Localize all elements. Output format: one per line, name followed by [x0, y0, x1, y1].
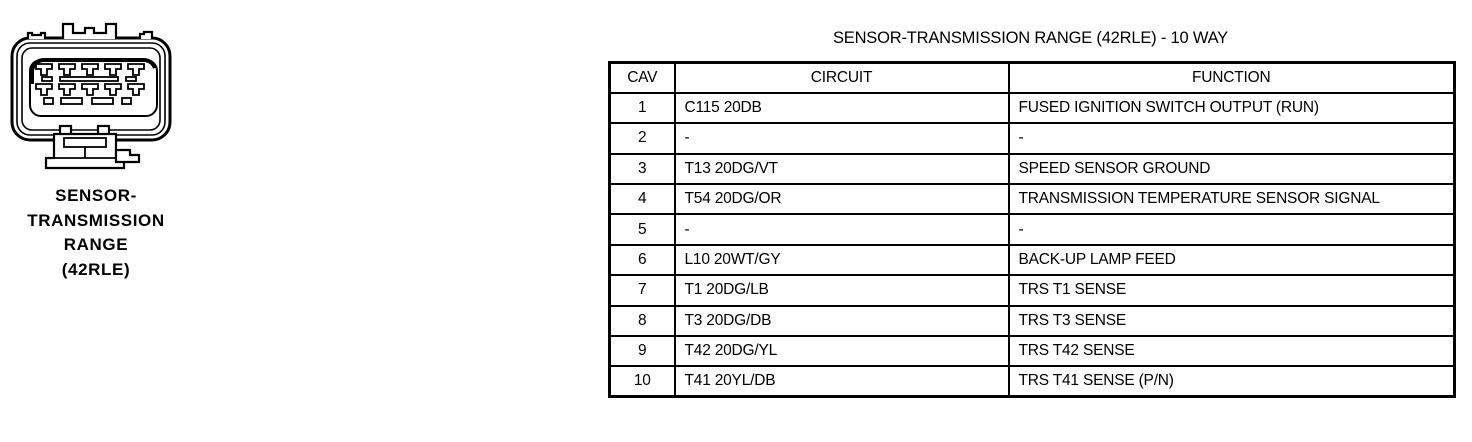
table-title: SENSOR-TRANSMISSION RANGE (42RLE) - 10 W… — [832, 29, 1228, 47]
function-cell: TRS T41 SENSE (P/N) — [1007, 365, 1456, 398]
connector-latch — [44, 124, 141, 170]
column-header-circuit: CIRCUIT — [673, 61, 1010, 94]
table-header-row: CAV CIRCUIT FUNCTION — [608, 61, 1456, 94]
circuit-cell: - — [673, 122, 1010, 155]
cav-cell: 4 — [608, 183, 676, 216]
table-row: 1 C115 20DB FUSED IGNITION SWITCH OUTPUT… — [608, 91, 1456, 125]
cav-cell: 3 — [608, 152, 676, 186]
function-cell: TRANSMISSION TEMPERATURE SENSOR SIGNAL — [1007, 183, 1456, 216]
connector-figure: SENSOR- TRANSMISSION RANGE (42RLE) — [6, 4, 186, 282]
circuit-cell: T13 20DG/VT — [673, 152, 1010, 186]
pinout-table: CAV CIRCUIT FUNCTION 1 C115 20DB FUSED I… — [608, 61, 1456, 399]
connector-label-line: RANGE — [63, 235, 129, 254]
cav-cell: 7 — [608, 274, 676, 307]
column-header-function: FUNCTION — [1007, 61, 1456, 94]
connector-label: SENSOR- TRANSMISSION RANGE (42RLE) — [6, 184, 186, 282]
circuit-cell: T54 20DG/OR — [673, 183, 1010, 216]
cav-cell: 1 — [608, 91, 676, 125]
table-row: 2 - - — [608, 122, 1456, 155]
table-row: 6 L10 20WT/GY BACK-UP LAMP FEED — [608, 243, 1456, 277]
connector-top-tabs — [26, 22, 154, 39]
table-row: 9 T42 20DG/YL TRS T42 SENSE — [608, 335, 1456, 368]
function-cell: TRS T42 SENSE — [1007, 335, 1456, 368]
connector-drawing — [10, 22, 172, 170]
circuit-cell: T41 20YL/DB — [673, 365, 1010, 398]
table-row: 10 T41 20YL/DB TRS T41 SENSE (P/N) — [608, 365, 1456, 398]
connector-label-line: TRANSMISSION — [27, 210, 165, 230]
connector-terminal-pins — [35, 63, 145, 105]
circuit-cell: T1 20DG/LB — [673, 274, 1010, 307]
table-row: 3 T13 20DG/VT SPEED SENSOR GROUND — [608, 152, 1456, 186]
function-cell: - — [1007, 122, 1456, 155]
table-row: 5 - - — [608, 213, 1456, 246]
cav-cell: 5 — [608, 213, 676, 246]
function-cell: BACK-UP LAMP FEED — [1007, 243, 1456, 277]
circuit-cell: C115 20DB — [673, 91, 1010, 125]
function-cell: TRS T3 SENSE — [1007, 304, 1456, 338]
circuit-cell: - — [673, 213, 1010, 246]
function-cell: TRS T1 SENSE — [1007, 274, 1456, 307]
table-row: 4 T54 20DG/OR TRANSMISSION TEMPERATURE S… — [608, 183, 1456, 216]
pinout-table-body: 1 C115 20DB FUSED IGNITION SWITCH OUTPUT… — [608, 91, 1456, 398]
connector-label-line: (42RLE) — [61, 259, 131, 279]
cav-cell: 9 — [608, 335, 676, 368]
circuit-cell: T42 20DG/YL — [673, 335, 1010, 368]
table-row: 7 T1 20DG/LB TRS T1 SENSE — [608, 274, 1456, 307]
function-cell: FUSED IGNITION SWITCH OUTPUT (RUN) — [1007, 91, 1456, 125]
cav-cell: 6 — [608, 243, 676, 277]
circuit-cell: T3 20DG/DB — [673, 304, 1010, 338]
connector-label-line: SENSOR- — [55, 186, 137, 205]
cav-cell: 2 — [608, 122, 676, 155]
cav-cell: 10 — [608, 365, 676, 398]
column-header-cav: CAV — [608, 61, 676, 94]
function-cell: SPEED SENSOR GROUND — [1007, 152, 1456, 186]
cav-cell: 8 — [608, 304, 676, 338]
circuit-cell: L10 20WT/GY — [673, 243, 1010, 277]
table-row: 8 T3 20DG/DB TRS T3 SENSE — [608, 304, 1456, 338]
function-cell: - — [1007, 213, 1456, 246]
